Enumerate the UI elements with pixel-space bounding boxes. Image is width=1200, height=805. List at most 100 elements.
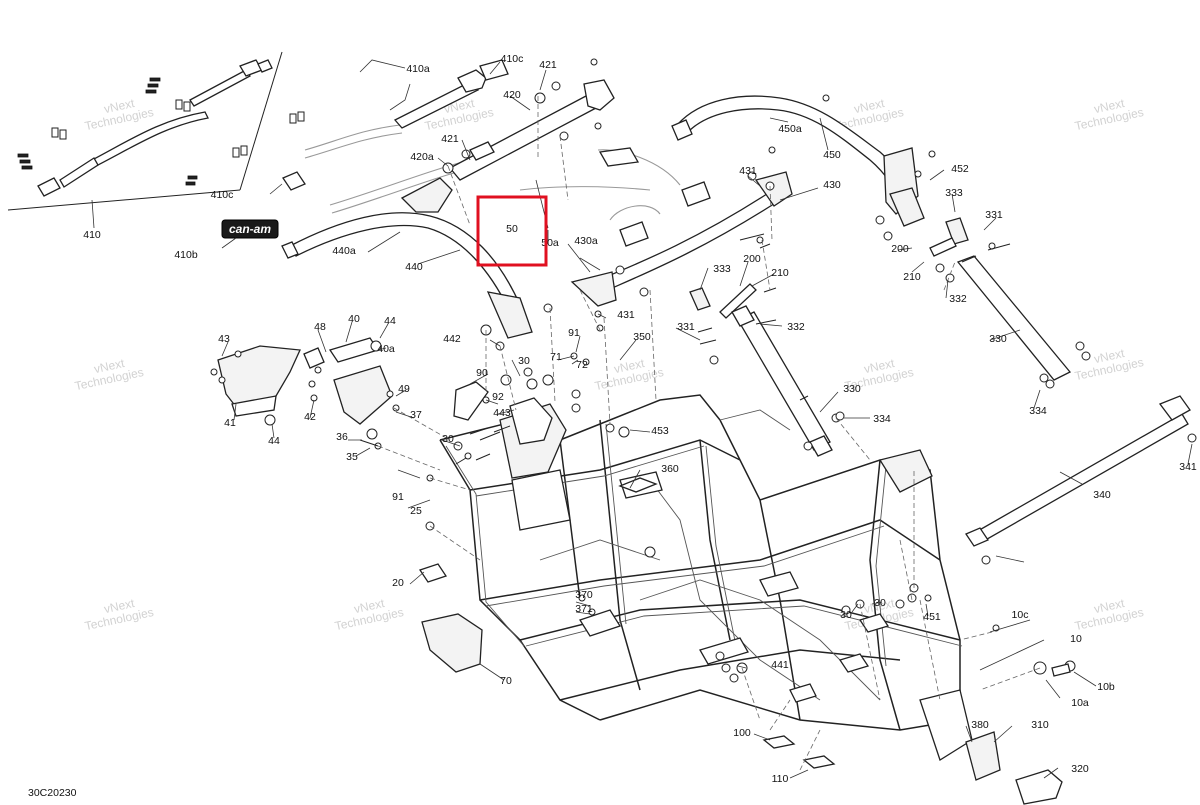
- callout-10c: 10c: [1012, 609, 1029, 621]
- dashed-leaders: [377, 96, 1041, 771]
- callout-440a: 440a: [332, 245, 356, 257]
- callout-100: 100: [733, 727, 751, 739]
- callout-451: 451: [923, 611, 941, 623]
- callout-333: 333: [945, 187, 963, 199]
- callout-44: 44: [384, 315, 396, 327]
- callout-40a: 40a: [377, 343, 395, 355]
- callout-441: 441: [771, 659, 789, 671]
- callout-331: 331: [677, 321, 695, 333]
- watermark-text: vNext: [1093, 596, 1127, 616]
- callout-331: 331: [985, 209, 1003, 221]
- callout-320: 320: [1071, 763, 1089, 775]
- bolts: [359, 233, 1011, 465]
- callout-333: 333: [713, 263, 731, 275]
- rear-brackets: [762, 731, 1063, 805]
- watermark-text: vNext: [863, 596, 897, 616]
- callout-360: 360: [661, 463, 679, 475]
- callout-10b: 10b: [1097, 681, 1115, 693]
- callout-443: 443: [493, 407, 511, 419]
- callout-453: 453: [651, 425, 669, 437]
- callout-340: 340: [1093, 489, 1111, 501]
- callout-341: 341: [1179, 461, 1197, 473]
- can-am-logo: can-am: [221, 219, 279, 239]
- callout-25: 25: [410, 505, 422, 517]
- callout-420: 420: [503, 89, 521, 101]
- callout-70: 70: [500, 675, 512, 687]
- callout-30: 30: [518, 355, 530, 367]
- left-components: [210, 233, 1011, 683]
- callout-330: 330: [989, 333, 1007, 345]
- watermark-text: vNext: [863, 356, 897, 376]
- watermark-text: vNext: [1093, 96, 1127, 116]
- callout-334: 334: [1029, 405, 1047, 417]
- callout-90: 90: [476, 367, 488, 379]
- callout-30: 30: [874, 597, 886, 609]
- callout-49: 49: [398, 383, 410, 395]
- callout-410a: 410a: [406, 63, 430, 75]
- callout-40: 40: [348, 313, 360, 325]
- callout-410c: 410c: [501, 53, 524, 65]
- watermark-text: vNext: [103, 596, 137, 616]
- hardware-left: [210, 340, 932, 683]
- callout-92: 92: [492, 391, 504, 403]
- callout-431: 431: [739, 165, 757, 177]
- part-420-assembly: [281, 58, 996, 351]
- callout-370: 370: [575, 589, 593, 601]
- callout-410b: 410b: [174, 249, 198, 261]
- callout-42: 42: [304, 411, 316, 423]
- callout-91: 91: [568, 327, 580, 339]
- callout-91: 91: [392, 491, 404, 503]
- callout-350: 350: [633, 331, 651, 343]
- callout-210: 210: [771, 267, 789, 279]
- watermark-text: vNext: [853, 96, 887, 116]
- callout-430: 430: [823, 179, 841, 191]
- callout-30: 30: [840, 609, 852, 621]
- watermark-text: vNext: [353, 596, 387, 616]
- callout-332: 332: [949, 293, 967, 305]
- callout-30: 30: [442, 433, 454, 445]
- watermark-text: vNext: [103, 96, 137, 116]
- callout-380: 380: [971, 719, 989, 731]
- diagram-code: 30C20230: [28, 787, 77, 799]
- callout-41: 41: [224, 417, 236, 429]
- watermark-text: vNext: [613, 356, 647, 376]
- callout-10a: 10a: [1071, 697, 1089, 709]
- callout-48: 48: [314, 321, 326, 333]
- callout-371: 371: [575, 603, 593, 615]
- callout-330: 330: [843, 383, 861, 395]
- part-330-340: [709, 255, 1197, 677]
- hardware-410: [17, 77, 305, 186]
- watermark-text: vNext: [93, 356, 127, 376]
- callout-442: 442: [443, 333, 461, 345]
- callout-421: 421: [539, 59, 557, 71]
- callout-layer: 410 410a 410b 410c 420 420a 421 430 430a 431 440 44…: [83, 53, 1197, 785]
- callout-200: 200: [891, 243, 909, 255]
- callout-36: 36: [336, 431, 348, 443]
- callout-50a: 50a: [541, 237, 559, 249]
- callout-310: 310: [1031, 719, 1049, 731]
- callout-72: 72: [576, 359, 588, 371]
- callout-43: 43: [218, 333, 230, 345]
- callout-200: 200: [743, 253, 761, 265]
- callout-50: 50: [506, 223, 518, 235]
- callout-210: 210: [903, 271, 921, 283]
- callout-420a: 420a: [410, 151, 434, 163]
- callout-431: 431: [617, 309, 635, 321]
- callout-334: 334: [873, 413, 891, 425]
- callout-440: 440: [405, 261, 423, 273]
- callout-410c: 410c: [211, 189, 234, 201]
- callout-430a: 430a: [574, 235, 598, 247]
- callout-410: 410: [83, 229, 101, 241]
- callout-37: 37: [410, 409, 422, 421]
- callout-44: 44: [268, 435, 280, 447]
- hardware-top: [442, 58, 996, 351]
- callout-450a: 450a: [778, 123, 802, 135]
- callout-110: 110: [772, 773, 789, 785]
- callout-leaders: [91, 59, 1193, 779]
- callout-20: 20: [392, 577, 404, 589]
- callout-421: 421: [441, 133, 459, 145]
- logo-text: can-am: [229, 222, 271, 236]
- callout-35: 35: [346, 451, 358, 463]
